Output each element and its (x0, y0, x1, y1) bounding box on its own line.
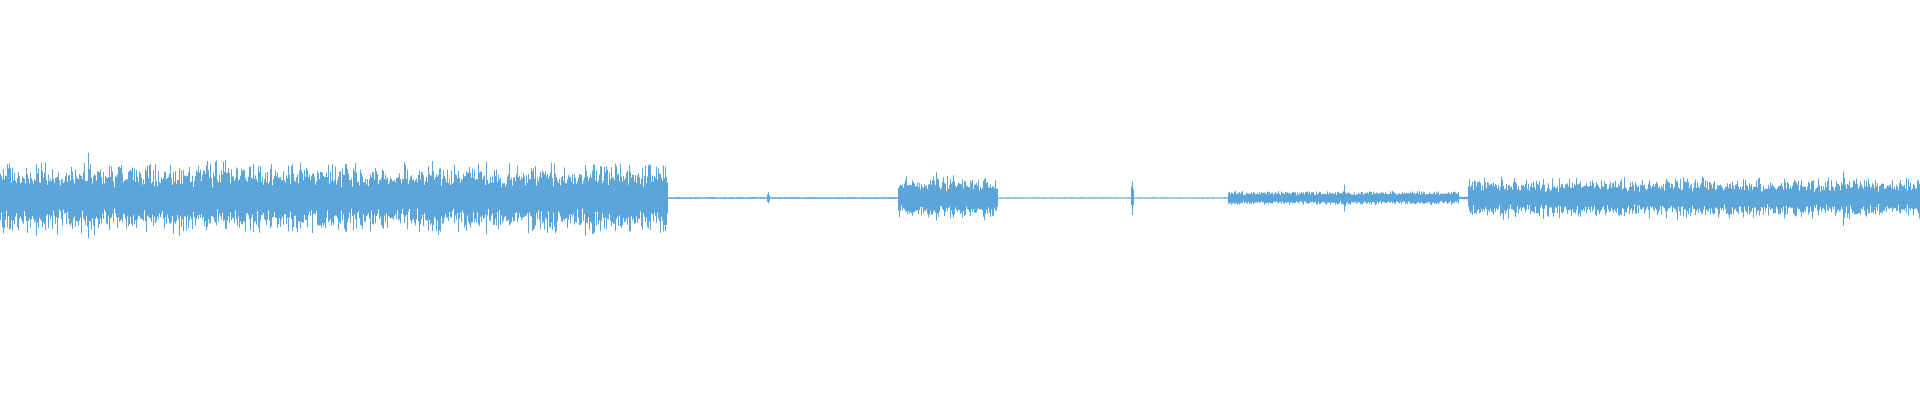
waveform-bars (0, 152, 1920, 239)
